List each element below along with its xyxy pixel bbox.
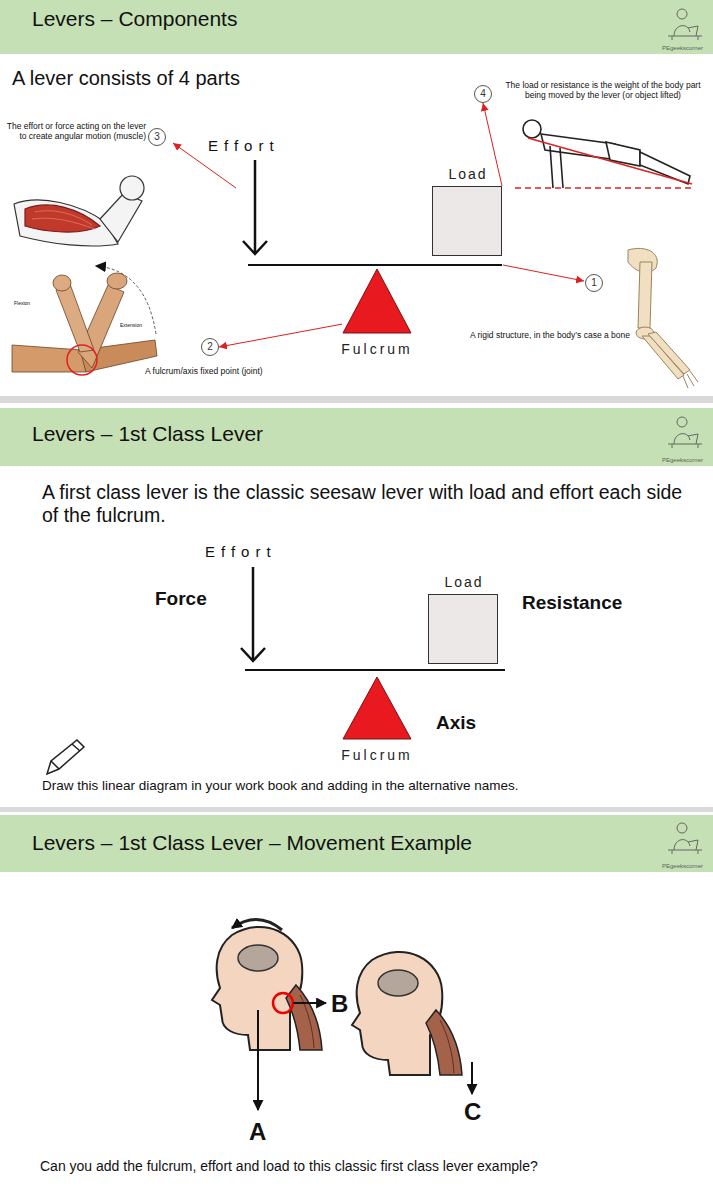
- callout-text: A rigid structure, in the body’s case a …: [466, 330, 630, 340]
- elbow-figure: [53, 275, 71, 291]
- head-neck-figure: [352, 952, 442, 1075]
- effort-label: Effort: [205, 543, 315, 561]
- question-text: Can you add the fulcrum, effort and load…: [40, 1158, 700, 1175]
- elbow-figure: [12, 345, 86, 372]
- muscle-arm-figure: [25, 205, 100, 232]
- fulcrum-label: Fulcrum: [312, 747, 442, 763]
- head-neck-figure: [471, 1062, 473, 1094]
- callout-number: 4: [474, 85, 492, 103]
- fulcrum-triangle: Fulcrum: [342, 676, 412, 740]
- force-letter: C: [464, 1098, 494, 1127]
- head-neck-figure: [286, 985, 322, 1050]
- fulcrum-triangle: Fulcrum: [342, 268, 412, 334]
- slide-title: Levers – Components: [32, 7, 237, 31]
- load-label: Load: [414, 574, 514, 590]
- force-letter: A: [249, 1118, 279, 1147]
- lever-beam: [245, 265, 505, 670]
- callout-number: 2: [201, 338, 219, 356]
- callout-text: A fulcrum/axis fixed point (joint): [145, 366, 315, 376]
- movement-label: Extension: [120, 322, 150, 328]
- callout-text: The load or resistance is the weight of …: [497, 80, 709, 100]
- header-band: Levers – ComponentsPEgeekscorner: [0, 0, 713, 54]
- alt-name: Resistance: [522, 592, 652, 615]
- push-up-figure: [523, 120, 541, 138]
- callout-number: 3: [148, 128, 166, 146]
- lever-beam: [245, 669, 505, 671]
- logo-text: PEgeekscorner: [662, 45, 703, 51]
- intro-text: A lever consists of 4 parts: [12, 66, 432, 90]
- alt-name: Force: [155, 588, 235, 611]
- push-up-figure: [515, 120, 693, 188]
- push-up-figure: [640, 152, 690, 184]
- push-up-figure: [606, 142, 640, 166]
- muscle-arm-figure: [32, 211, 95, 229]
- fulcrum-triangle: [343, 269, 411, 333]
- pencil-icon: [47, 740, 84, 774]
- slide-title: Levers – 1st Class Lever: [32, 422, 263, 446]
- muscle-arm-figure: [120, 176, 144, 200]
- fulcrum-label: Fulcrum: [312, 341, 442, 357]
- callout-number-text: 1: [586, 275, 602, 291]
- slide-panel: [0, 0, 713, 396]
- arm-bones: [638, 262, 652, 328]
- effort-label: Effort: [208, 137, 318, 155]
- effort-arrow: [241, 567, 265, 661]
- elbow-figure: [107, 273, 127, 289]
- head-neck-figure: [257, 1010, 259, 1110]
- callout-number-text: 4: [475, 86, 491, 102]
- fulcrum-triangle: [342, 268, 412, 334]
- load-box: Load: [428, 594, 498, 664]
- logo-text: PEgeekscorner: [662, 863, 703, 869]
- fulcrum-triangle: [342, 676, 412, 740]
- arm-bones: [628, 248, 698, 388]
- arm-bones: [648, 332, 690, 374]
- alt-name: Axis: [436, 712, 506, 735]
- header-band: Levers – 1st Class LeverPEgeekscorner: [0, 408, 713, 466]
- pencil-icon: [47, 740, 84, 774]
- instruction-text: Draw this linear diagram in your work bo…: [42, 778, 692, 794]
- movement-label: Flexion: [14, 300, 44, 306]
- pencil-icon: [51, 744, 80, 769]
- elbow-figure: [96, 266, 156, 334]
- body-text: A first class lever is the classic seesa…: [42, 481, 692, 528]
- slide-title: Levers – 1st Class Lever – Movement Exam…: [32, 831, 472, 855]
- load-box: Load: [432, 186, 502, 256]
- elbow-figure: [67, 345, 97, 375]
- logo-text: PEgeekscorner: [662, 457, 703, 463]
- elbow-figure: [56, 284, 94, 352]
- head-neck-figure: [273, 993, 293, 1013]
- push-up-figure: [528, 138, 692, 184]
- head-neck-figure: [293, 1002, 326, 1004]
- callout-number-text: 2: [202, 339, 218, 355]
- load-label: Load: [418, 166, 518, 182]
- head-neck-figure: [378, 970, 418, 996]
- leader-line: [503, 265, 584, 281]
- muscle-arm-figure: [100, 193, 142, 242]
- fulcrum-triangle: [343, 677, 411, 739]
- callout-number: 1: [585, 274, 603, 292]
- head-neck-figure: [426, 1010, 462, 1075]
- slide-panel: [0, 812, 713, 1200]
- head-neck-figure: [212, 919, 472, 1110]
- callout-number-text: 3: [149, 129, 165, 145]
- effort-arrow: [243, 160, 267, 254]
- elbow-figure: [12, 266, 157, 375]
- head-neck-figure: [352, 952, 462, 1075]
- head-neck-figure: [238, 945, 278, 971]
- arm-bones: [683, 371, 698, 388]
- muscle-arm-figure: [14, 176, 144, 246]
- leader-line: [173, 143, 584, 281]
- slide-panel: [0, 403, 713, 807]
- push-up-figure: [550, 146, 563, 188]
- leader-arrow: [219, 324, 342, 347]
- push-up-figure: [515, 187, 693, 189]
- head-neck-figure: [440, 1020, 454, 1073]
- lever-beam: [248, 264, 502, 266]
- force-letter: B: [331, 990, 355, 1019]
- header-band: Levers – 1st Class Lever – Movement Exam…: [0, 815, 713, 872]
- callout-text: The effort or force acting on the lever …: [4, 121, 146, 141]
